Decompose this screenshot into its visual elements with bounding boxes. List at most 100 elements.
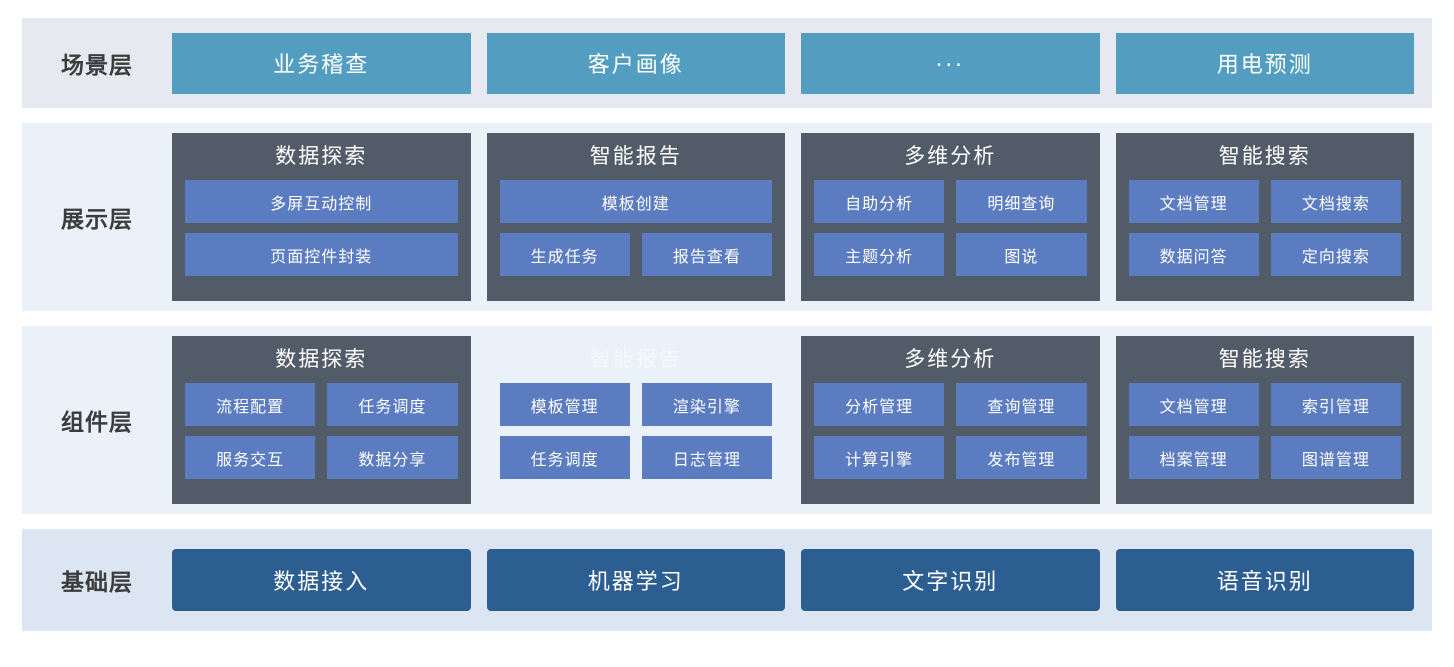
panel-title: 多维分析	[904, 145, 997, 168]
panel-item[interactable]: 明细查询	[956, 180, 1087, 224]
panel-items: 流程配置任务调度服务交互数据分享	[185, 383, 458, 491]
panel-card-presentation-3: 多维分析自助分析明细查询主题分析图说	[801, 133, 1100, 301]
column: 语音识别	[1115, 549, 1414, 611]
column: 文字识别	[801, 549, 1100, 611]
panel-item[interactable]: 渲染引擎	[641, 383, 772, 427]
column: 用电预测	[1115, 32, 1414, 94]
panel-item[interactable]: 定向搜索	[1270, 233, 1401, 277]
panel-items: 自助分析明细查询主题分析图说	[814, 180, 1087, 288]
panel-item-row: 档案管理图谱管理	[1128, 436, 1401, 480]
panel-item[interactable]: 查询管理	[956, 383, 1087, 427]
layer-band-component: 组件层数据探索流程配置任务调度服务交互数据分享智能报告模板管理渲染引擎任务调度日…	[22, 326, 1432, 514]
scene-chip-3[interactable]: ...	[801, 32, 1100, 94]
panel-item[interactable]: 服务交互	[185, 436, 316, 480]
scene-chip-4[interactable]: 用电预测	[1115, 32, 1414, 94]
panel-card-component-2: 智能报告模板管理渲染引擎任务调度日志管理	[487, 336, 786, 504]
column: 数据探索流程配置任务调度服务交互数据分享	[172, 336, 471, 504]
panel-title: 数据探索	[275, 348, 368, 371]
panel-item-row: 文档管理索引管理	[1128, 383, 1401, 427]
panel-title: 多维分析	[904, 348, 997, 371]
panel-item[interactable]: 索引管理	[1270, 383, 1401, 427]
panel-item[interactable]: 文档管理	[1128, 383, 1259, 427]
panel-item-row: 文档管理文档搜索	[1128, 180, 1401, 224]
layer-band-base: 基础层数据接入机器学习文字识别语音识别	[22, 529, 1432, 631]
panel-item[interactable]: 页面控件封装	[185, 233, 458, 277]
panel-item[interactable]: 数据分享	[327, 436, 458, 480]
panel-item[interactable]: 流程配置	[185, 383, 316, 427]
panel-card-presentation-4: 智能搜索文档管理文档搜索数据问答定向搜索	[1115, 133, 1414, 301]
column: 智能报告模板管理渲染引擎任务调度日志管理	[487, 336, 786, 504]
column: ...	[801, 32, 1100, 94]
panel-items: 文档管理文档搜索数据问答定向搜索	[1128, 180, 1401, 288]
panel-item[interactable]: 计算引擎	[814, 436, 945, 480]
column: 业务稽查	[172, 32, 471, 94]
layer-band-presentation: 展示层数据探索多屏互动控制页面控件封装智能报告模板创建生成任务报告查看多维分析自…	[22, 123, 1432, 311]
column: 数据探索多屏互动控制页面控件封装	[172, 133, 471, 301]
panel-item[interactable]: 生成任务	[499, 233, 630, 277]
panel-items: 分析管理查询管理计算引擎发布管理	[814, 383, 1087, 491]
panel-card-presentation-1: 数据探索多屏互动控制页面控件封装	[172, 133, 471, 301]
panel-card-presentation-2: 智能报告模板创建生成任务报告查看	[486, 133, 785, 301]
column: 数据接入	[172, 549, 471, 611]
panel-item-row: 数据问答定向搜索	[1128, 233, 1401, 277]
column: 智能搜索文档管理文档搜索数据问答定向搜索	[1115, 133, 1414, 301]
panel-item[interactable]: 数据问答	[1128, 233, 1259, 277]
scene-chip-1[interactable]: 业务稽查	[172, 32, 471, 94]
panel-item[interactable]: 模板管理	[499, 383, 630, 427]
panel-title: 智能报告	[589, 348, 682, 371]
panel-item[interactable]: 任务调度	[499, 436, 630, 480]
panel-item-row: 分析管理查询管理	[814, 383, 1087, 427]
panel-card-component-3: 多维分析分析管理查询管理计算引擎发布管理	[801, 336, 1100, 504]
column: 多维分析分析管理查询管理计算引擎发布管理	[801, 336, 1100, 504]
panel-item[interactable]: 报告查看	[641, 233, 772, 277]
panel-item[interactable]: 自助分析	[814, 180, 945, 224]
layer-label-scene: 场景层	[61, 52, 133, 78]
column: 智能搜索文档管理索引管理档案管理图谱管理	[1115, 336, 1414, 504]
panel-item-row: 主题分析图说	[814, 233, 1087, 277]
panel-item-row: 多屏互动控制	[185, 180, 458, 224]
panel-item-row: 计算引擎发布管理	[814, 436, 1087, 480]
panel-item-row: 自助分析明细查询	[814, 180, 1087, 224]
layer-band-scene: 场景层 业务稽查客户画像...用电预测	[22, 18, 1432, 108]
layer-label-presentation: 展示层	[61, 206, 133, 232]
panel-title: 智能搜索	[1218, 348, 1311, 371]
panel-item[interactable]: 档案管理	[1128, 436, 1259, 480]
scene-chip-2[interactable]: 客户画像	[486, 32, 785, 94]
panel-item[interactable]: 主题分析	[814, 233, 945, 277]
panel-item-row: 模板管理渲染引擎	[499, 383, 772, 427]
base-chip-1[interactable]: 数据接入	[172, 549, 471, 611]
panel-item[interactable]: 发布管理	[956, 436, 1087, 480]
panel-item-row: 页面控件封装	[185, 233, 458, 277]
panel-title: 数据探索	[275, 145, 368, 168]
panel-item[interactable]: 文档管理	[1128, 180, 1259, 224]
panel-item[interactable]: 图谱管理	[1270, 436, 1401, 480]
panel-title: 智能报告	[589, 145, 682, 168]
column: 智能报告模板创建生成任务报告查看	[486, 133, 785, 301]
panel-item-row: 流程配置任务调度	[185, 383, 458, 427]
panel-item[interactable]: 任务调度	[327, 383, 458, 427]
panel-item-row: 任务调度日志管理	[499, 436, 772, 480]
base-chip-3[interactable]: 文字识别	[801, 549, 1100, 611]
base-chip-4[interactable]: 语音识别	[1115, 549, 1414, 611]
panel-item[interactable]: 分析管理	[814, 383, 945, 427]
layer-label-component: 组件层	[61, 409, 133, 435]
layer-columns-scene: 业务稽查客户画像...用电预测	[172, 18, 1432, 108]
panel-items: 模板管理渲染引擎任务调度日志管理	[499, 383, 772, 491]
layer-columns-presentation: 数据探索多屏互动控制页面控件封装智能报告模板创建生成任务报告查看多维分析自助分析…	[172, 123, 1432, 311]
panel-title: 智能搜索	[1218, 145, 1311, 168]
panel-item-row: 生成任务报告查看	[499, 233, 772, 277]
panel-item[interactable]: 图说	[956, 233, 1087, 277]
panel-item[interactable]: 模板创建	[499, 180, 772, 224]
panel-item[interactable]: 多屏互动控制	[185, 180, 458, 224]
panel-items: 模板创建生成任务报告查看	[499, 180, 772, 288]
panel-item-row: 服务交互数据分享	[185, 436, 458, 480]
panel-item[interactable]: 文档搜索	[1270, 180, 1401, 224]
column: 客户画像	[486, 32, 785, 94]
layer-columns-base: 数据接入机器学习文字识别语音识别	[172, 529, 1432, 631]
base-chip-2[interactable]: 机器学习	[486, 549, 785, 611]
layer-columns-component: 数据探索流程配置任务调度服务交互数据分享智能报告模板管理渲染引擎任务调度日志管理…	[172, 326, 1432, 514]
panel-items: 文档管理索引管理档案管理图谱管理	[1128, 383, 1401, 491]
column: 机器学习	[486, 549, 785, 611]
panel-item[interactable]: 日志管理	[641, 436, 772, 480]
